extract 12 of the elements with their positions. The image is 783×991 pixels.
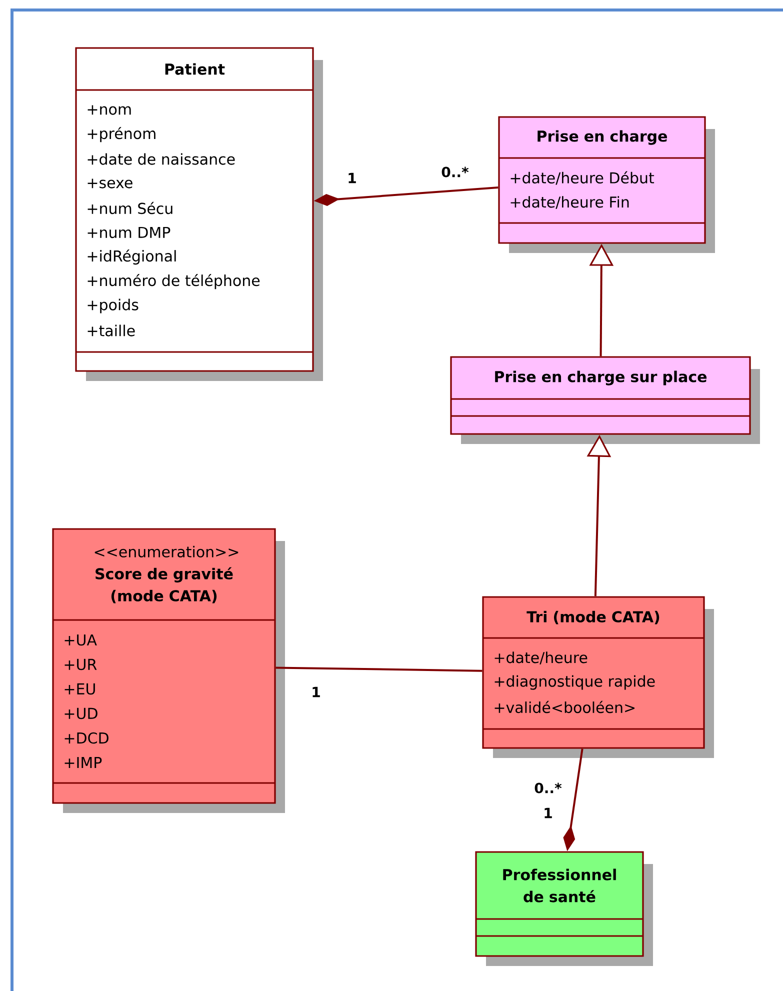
class-box: Professionnel de santé — [475, 851, 653, 966]
association-line — [276, 666, 482, 672]
multiplicity-label: 1 — [544, 808, 552, 818]
multiplicity-label: 1 — [348, 172, 356, 184]
multiplicity-label: 0..* — [442, 166, 469, 178]
multiplicity-label: 1 — [312, 686, 320, 698]
class-box: Tri (mode CATA) +date/heure +diagnostique rapide +validé<booléen> — [482, 596, 714, 758]
class-box: <<enumeration>> Score de gravité (mode CATA) +UA +UR +EU +UD +DCD +IMP — [52, 528, 285, 813]
multiplicity-label: 0..* — [534, 782, 562, 794]
class-box: Prise en charge sur place — [450, 356, 760, 444]
class-box: Patient +nom +prénom +date de naissance +sexe +num Sécu +num DMP +idRégional +numéro de téléphone +poids +taille — [75, 47, 323, 381]
class-box: Prise en charge +date/heure Début +date/heure Fin — [498, 116, 715, 253]
